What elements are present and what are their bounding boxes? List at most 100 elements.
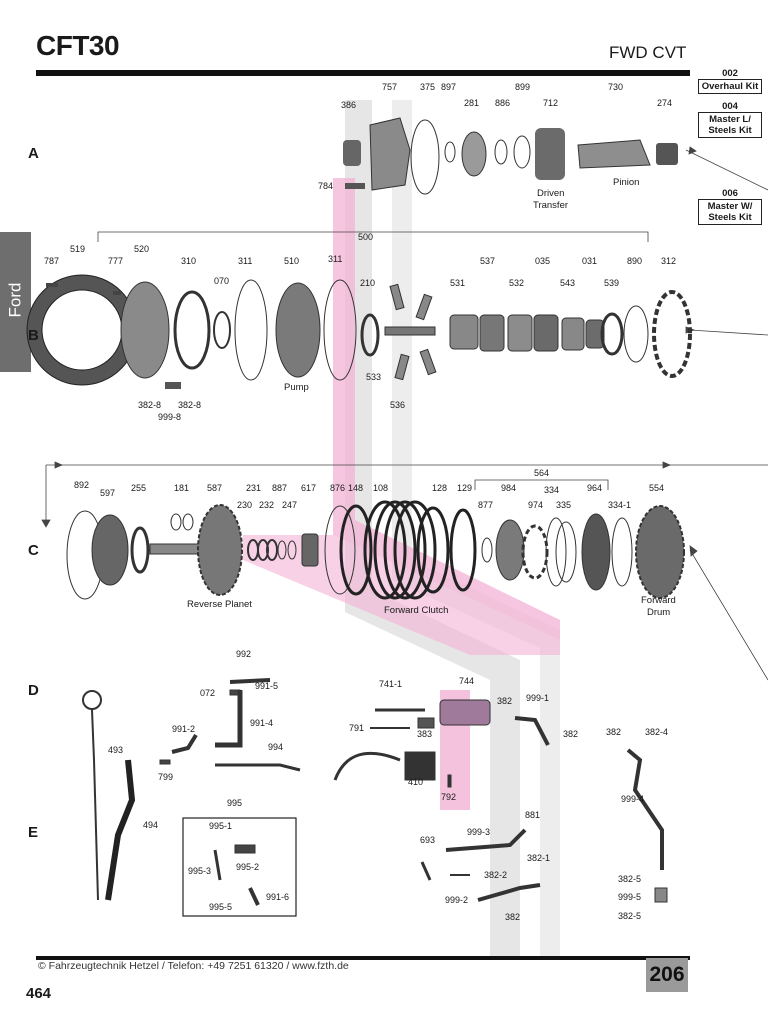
part-274-shape [656,143,678,165]
part-035-shape [533,314,559,352]
part-label: 500 [358,232,373,242]
part-label: 890 [627,256,642,266]
part-labels: 757 375 897 899 730 386 281 886 712 274 … [44,82,676,922]
caption-forward-drum: Forward [641,595,676,606]
part-181-shape [170,513,182,531]
part-label: 999-1 [526,693,549,703]
part-label: 386 [341,100,356,110]
part-999-5-shape [654,887,668,903]
part-334-shape [545,517,567,587]
part-label: 334 [544,485,559,495]
part-label: 310 [181,256,196,266]
part-label: 897 [441,82,456,92]
part-554-shape [635,505,685,599]
part-label: 617 [301,483,316,493]
part-label: 493 [108,745,123,755]
kit-995-box [182,817,297,917]
part-label: 382-4 [645,727,668,737]
part-label: 995-3 [188,866,211,876]
part-label: 382 [497,696,512,706]
part-757-shape [369,117,411,191]
part-991-2-shape [171,733,198,754]
part-877-shape [481,537,493,563]
part-493-handle [82,690,102,710]
part-label: 532 [509,278,524,288]
part-label: 537 [480,256,495,266]
part-label: 554 [649,483,664,493]
part-label: 730 [608,82,623,92]
row-label-b: B [28,327,39,344]
part-label: 274 [657,98,672,108]
part-799-shape [159,759,171,765]
part-890-shape [623,305,649,363]
part-label: 999-4 [621,794,644,804]
part-777-shape [113,291,121,295]
part-386-shape [343,140,361,166]
caption-forward-clutch: Forward Clutch [384,605,448,616]
part-label: 536 [390,400,405,410]
kit-master-l: 004 Master L/ Steels Kit [698,101,762,138]
part-991-6-shape [248,887,260,906]
part-label: 382-5 [618,911,641,921]
manufacturer-tab[interactable]: Ford [0,232,31,372]
part-label: 999-8 [158,412,181,422]
part-label: 510 [284,256,299,266]
part-520-shape [120,281,170,379]
part-493-shape [91,709,99,901]
part-label: 031 [582,256,597,266]
part-label: 533 [366,372,381,382]
footer-copyright: © Fahrzeugtechnik Hetzel / Telefon: +49 … [38,960,349,972]
part-label: 791 [349,723,364,733]
caption-pinion: Pinion [613,177,639,188]
part-label: 494 [143,820,158,830]
part-label: 335 [556,500,571,510]
part-label: 531 [450,278,465,288]
page-title: CFT30 [36,30,120,61]
part-label: 334-1 [608,500,631,510]
part-210-shape [360,313,380,357]
row-d-e-parts [82,678,668,917]
part-label: 382 [563,729,578,739]
part-510-shape [275,282,321,378]
part-label: 892 [74,480,89,490]
part-label: 230 [237,500,252,510]
part-730-shape [577,139,651,169]
part-label: 410 [408,777,423,787]
part-label: 311 [328,254,342,264]
part-label: 974 [528,500,543,510]
part-974-shape [521,524,549,580]
part-label: 744 [459,676,474,686]
kit-master-w: 006 Master W/ Steels Kit [698,188,762,225]
part-label: 999-5 [618,892,641,902]
part-532-shape [507,314,533,352]
part-128-shape [416,506,450,594]
part-543-shape [561,317,585,351]
part-108-clutch-pack [363,500,437,600]
part-label: 072 [200,688,215,698]
part-label: 375 [420,82,435,92]
part-label: 991-2 [172,724,195,734]
part-539-shape [600,312,624,356]
part-label: 383 [417,729,432,739]
part-label: 382-5 [618,874,641,884]
part-899-shape [513,135,531,169]
part-label: 129 [457,483,472,493]
part-232-shape [266,539,278,561]
part-999-4-shape [626,748,664,870]
part-label: 991-4 [250,718,273,728]
part-label: 382-1 [527,853,550,863]
part-label: 995 [227,798,242,808]
row-b-parts [26,274,692,389]
part-label: 382-2 [484,870,507,880]
part-label: 991-5 [255,681,278,691]
part-label: 876 [330,483,345,493]
part-383-shape [417,717,435,729]
part-744-shape [439,699,491,726]
part-label: 035 [535,256,550,266]
part-label: 312 [661,256,676,266]
part-311b-shape [323,279,357,381]
part-787-shape [46,283,58,287]
part-995-2-shape [234,844,256,854]
header-rule [36,70,690,76]
